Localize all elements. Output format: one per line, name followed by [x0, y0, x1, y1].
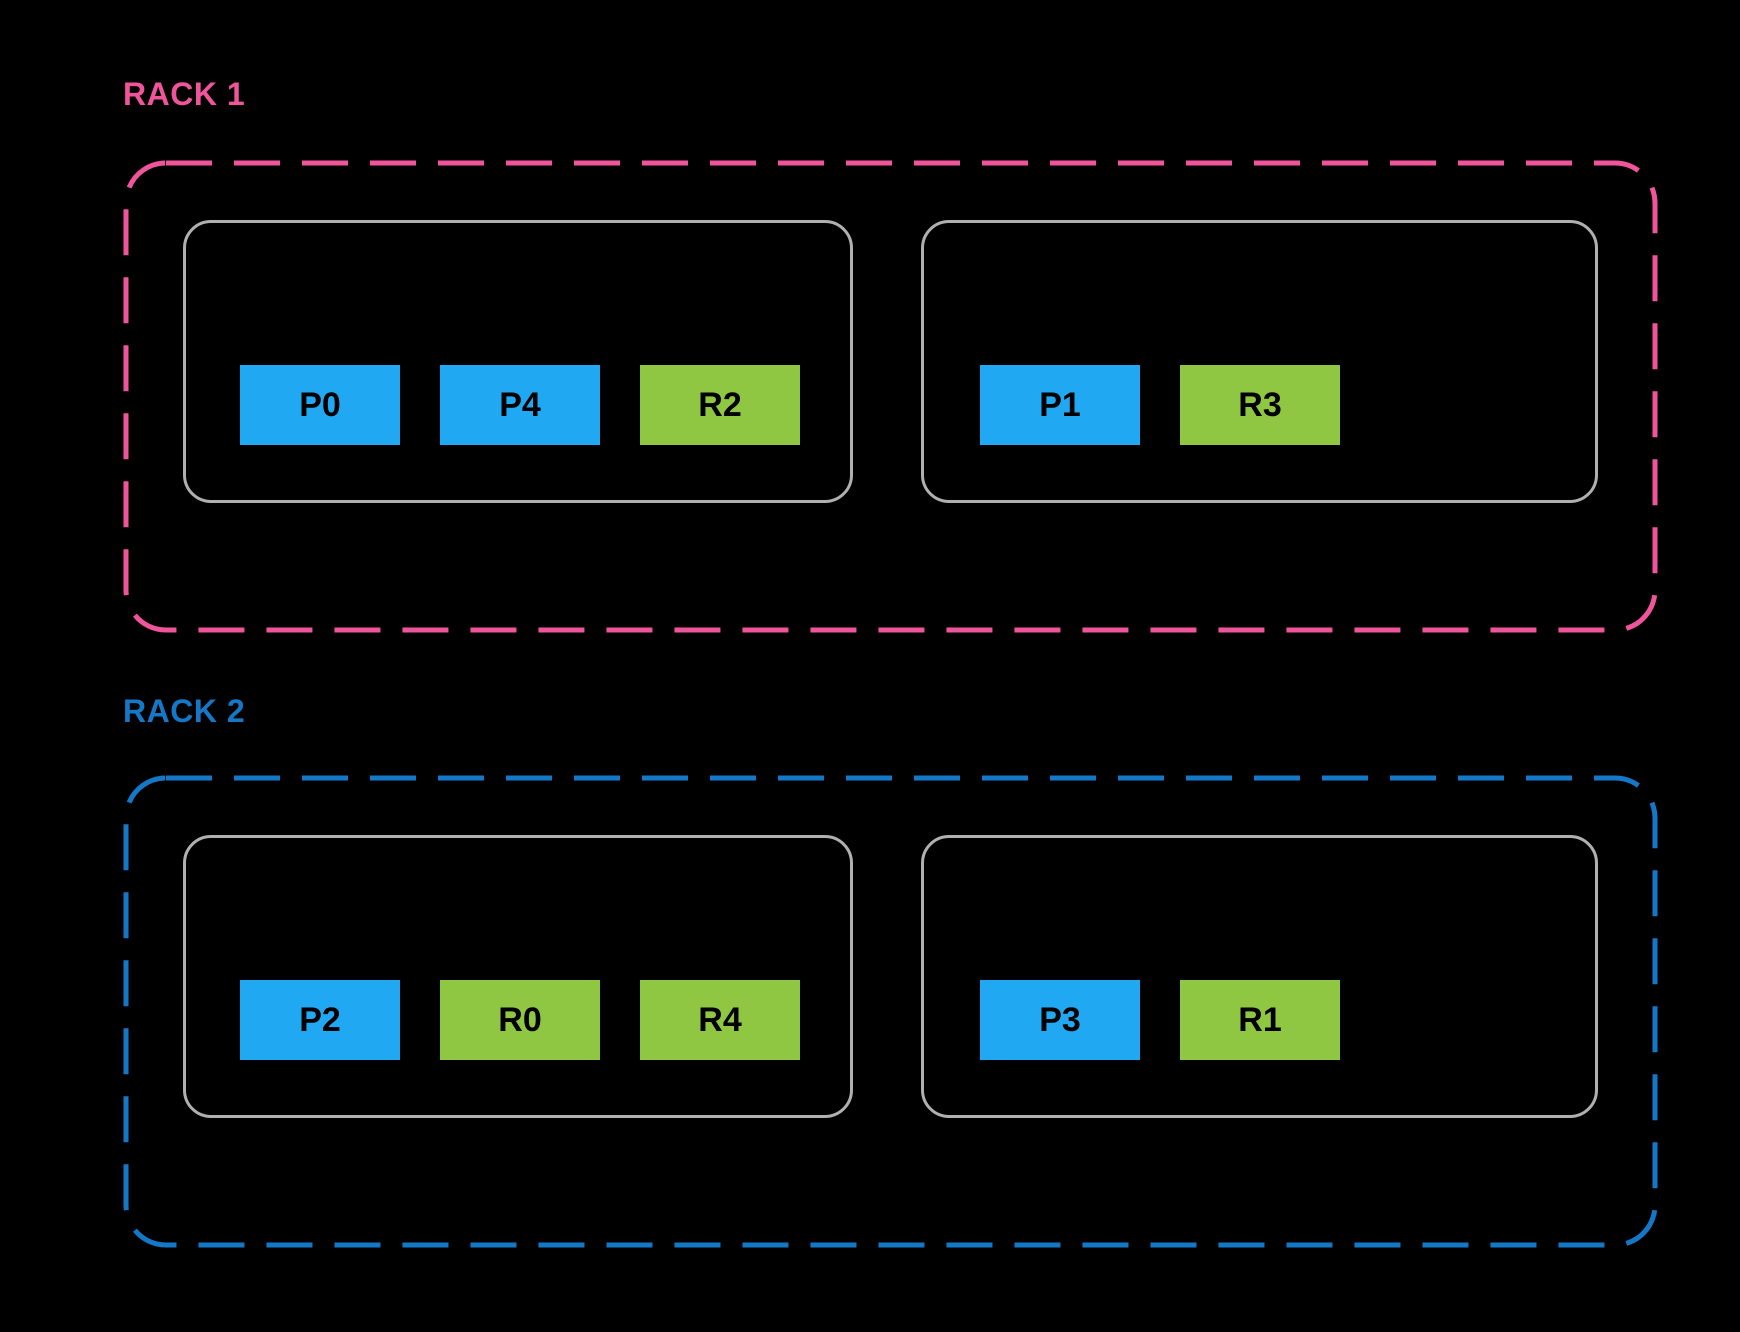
rack1-title: RACK 1 [123, 76, 246, 112]
rack1-node-2: P1 R3 [921, 220, 1598, 503]
block-r3: R3 [1180, 365, 1340, 445]
rack2-title: RACK 2 [123, 693, 246, 729]
block-p4: P4 [440, 365, 600, 445]
block-p0: P0 [240, 365, 400, 445]
block-p2: P2 [240, 980, 400, 1060]
rack1-node-1-blocks: P0 P4 R2 [240, 365, 800, 445]
rack2-node-2: P3 R1 [921, 835, 1598, 1118]
block-r1: R1 [1180, 980, 1340, 1060]
rack2-node-2-blocks: P3 R1 [980, 980, 1340, 1060]
rack2-node-1-blocks: P2 R0 R4 [240, 980, 800, 1060]
rack2-boundary: P2 R0 R4 P3 R1 [123, 775, 1658, 1248]
block-r0: R0 [440, 980, 600, 1060]
rack1-node-1: P0 P4 R2 [183, 220, 853, 503]
rack1-boundary: P0 P4 R2 P1 R3 [123, 160, 1658, 633]
block-p1: P1 [980, 365, 1140, 445]
block-r2: R2 [640, 365, 800, 445]
block-r4: R4 [640, 980, 800, 1060]
block-p3: P3 [980, 980, 1140, 1060]
rack1-node-2-blocks: P1 R3 [980, 365, 1340, 445]
rack1-dashed-border [123, 160, 1658, 633]
rack2-node-1: P2 R0 R4 [183, 835, 853, 1118]
rack2-dashed-border [123, 775, 1658, 1248]
